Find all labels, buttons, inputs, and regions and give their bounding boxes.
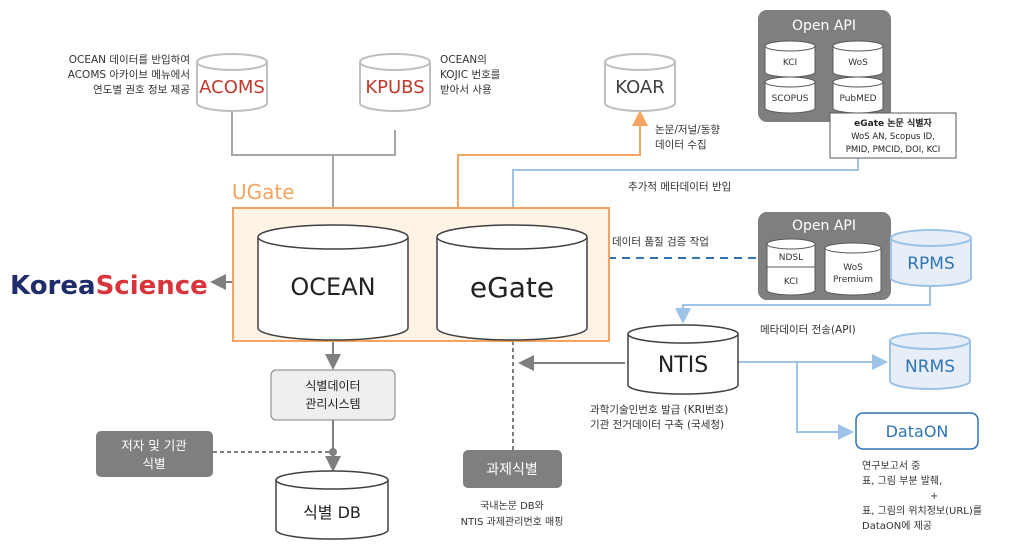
dataon-note-line: 연구보고서 중	[862, 460, 920, 472]
open-api-kci: KCI	[764, 40, 816, 78]
dataon-note-line: +	[930, 491, 938, 502]
id-data-system: 식별데이터 관리시스템	[270, 369, 396, 421]
svg-text:식별데이터: 식별데이터	[305, 379, 360, 393]
dataon-node: DataON	[855, 412, 979, 450]
svg-text:PMID, PMCID, DOI, KCI: PMID, PMCID, DOI, KCI	[846, 145, 940, 155]
svg-text:PubMED: PubMED	[839, 94, 876, 104]
ocean-db: OCEAN	[257, 224, 409, 341]
egate-label: eGate	[470, 271, 554, 304]
acoms-note: OCEAN 데이터를 반입하여 ACOMS 아카이브 메뉴에서 연도별 권호 정…	[68, 53, 191, 96]
acoms-label: ACOMS	[199, 77, 265, 98]
rpms-label: RPMS	[907, 254, 955, 274]
kpubs-node: KPUBS	[359, 53, 431, 112]
ntis-node: NTIS	[627, 324, 739, 395]
svg-text:Premium: Premium	[833, 275, 873, 285]
svg-text:KCI: KCI	[783, 58, 797, 68]
kpubs-label: KPUBS	[365, 77, 424, 98]
ntis-label: NTIS	[658, 353, 708, 378]
nrms-label: NRMS	[905, 357, 955, 377]
koar-note-line: 데이터 수집	[655, 139, 707, 151]
ugate-label: UGate	[232, 180, 295, 204]
koar-node: KOAR	[604, 53, 676, 112]
svg-text:KCI: KCI	[784, 277, 798, 287]
egate-identifiers-box: eGate 논문 식별자 WoS AN, Scopus ID, PMID, PM…	[829, 112, 957, 159]
kpubs-note: OCEAN의 KOJIC 번호를 받아서 사용	[440, 54, 501, 96]
author-institution-id: 저자 및 기관 식별	[96, 431, 213, 477]
task-identification: 과제식별	[463, 450, 562, 488]
open-api-wos-premium: WoS Premium	[824, 242, 882, 296]
koar-label: KOAR	[615, 77, 665, 98]
svg-text:WoS: WoS	[843, 263, 863, 273]
svg-text:WoS AN, Scopus ID,: WoS AN, Scopus ID,	[851, 132, 935, 142]
svg-text:KoreaScience: KoreaScience	[10, 271, 208, 301]
kpubs-note-line: KOJIC 번호를	[440, 69, 501, 81]
kpubs-note-line: 받아서 사용	[440, 84, 492, 96]
open-api-wos: WoS	[832, 40, 884, 78]
id-db: 식별 DB	[275, 470, 389, 540]
acoms-note-line: 연도별 권호 정보 제공	[93, 84, 190, 96]
open-api-pubmed: PubMED	[832, 76, 884, 114]
rpms-node: RPMS	[890, 229, 972, 287]
open-api-ndsl: NDSL KCI	[766, 238, 816, 296]
koreascience-logo: KoreaScience	[10, 271, 208, 301]
dataon-label: DataON	[886, 422, 949, 441]
svg-text:SCOPUS: SCOPUS	[772, 94, 809, 104]
meta-transfer-label: 메타데이터 전송(API)	[760, 324, 856, 336]
koar-note-line: 논문/저널/동향	[655, 124, 720, 136]
egate-db: eGate	[436, 224, 588, 341]
open-api-mid-title: Open API	[792, 218, 856, 234]
task-id-note-line: 국내논문 DB와	[480, 500, 544, 512]
ntis-note: 과학기술인번호 발급 (KRI번호) 기관 전거데이터 구축 (국세청)	[590, 404, 728, 431]
ocean-label: OCEAN	[290, 273, 375, 301]
task-id-label: 과제식별	[486, 462, 538, 478]
acoms-node: ACOMS	[196, 53, 268, 112]
open-api-top: Open API KCI WoS SCOPUS PubMED	[758, 10, 891, 122]
task-id-note-line: NTIS 과제관리번호 매핑	[461, 516, 564, 528]
dataon-note-line: 표, 그림의 위치정보(URL)를	[862, 504, 982, 517]
svg-text:식별: 식별	[142, 456, 165, 471]
acoms-note-line: ACOMS 아카이브 메뉴에서	[68, 69, 190, 81]
ntis-note-line: 기관 전거데이터 구축 (국세청)	[590, 419, 724, 431]
task-id-note: 국내논문 DB와 NTIS 과제관리번호 매핑	[461, 500, 564, 528]
svg-text:관리시스템: 관리시스템	[305, 397, 360, 411]
open-api-scopus: SCOPUS	[764, 76, 816, 114]
kpubs-note-line: OCEAN의	[440, 54, 487, 66]
dataon-note-line: 표, 그림 부분 발췌,	[862, 475, 942, 487]
ntis-note-line: 과학기술인번호 발급 (KRI번호)	[590, 404, 728, 416]
open-api-top-title: Open API	[792, 18, 856, 34]
svg-text:WoS: WoS	[848, 58, 868, 68]
svg-text:NDSL: NDSL	[779, 253, 803, 263]
dataon-note: 연구보고서 중 표, 그림 부분 발췌, + 표, 그림의 위치정보(URL)를…	[862, 460, 982, 532]
dataon-note-line: DataON에 제공	[862, 520, 932, 532]
svg-text:저자 및 기관: 저자 및 기관	[121, 438, 187, 453]
quality-check-label: 데이터 품질 검증 작업	[612, 235, 709, 248]
nrms-node: NRMS	[889, 332, 971, 390]
egate-identifiers-title: eGate 논문 식별자	[854, 117, 932, 129]
open-api-mid: Open API NDSL KCI WoS Premium	[758, 212, 891, 300]
acoms-note-line: OCEAN 데이터를 반입하여	[69, 53, 190, 66]
koar-note: 논문/저널/동향 데이터 수집	[655, 124, 720, 151]
extra-meta-label: 추가적 메타데이터 반입	[628, 180, 731, 193]
id-db-label: 식별 DB	[303, 503, 361, 522]
